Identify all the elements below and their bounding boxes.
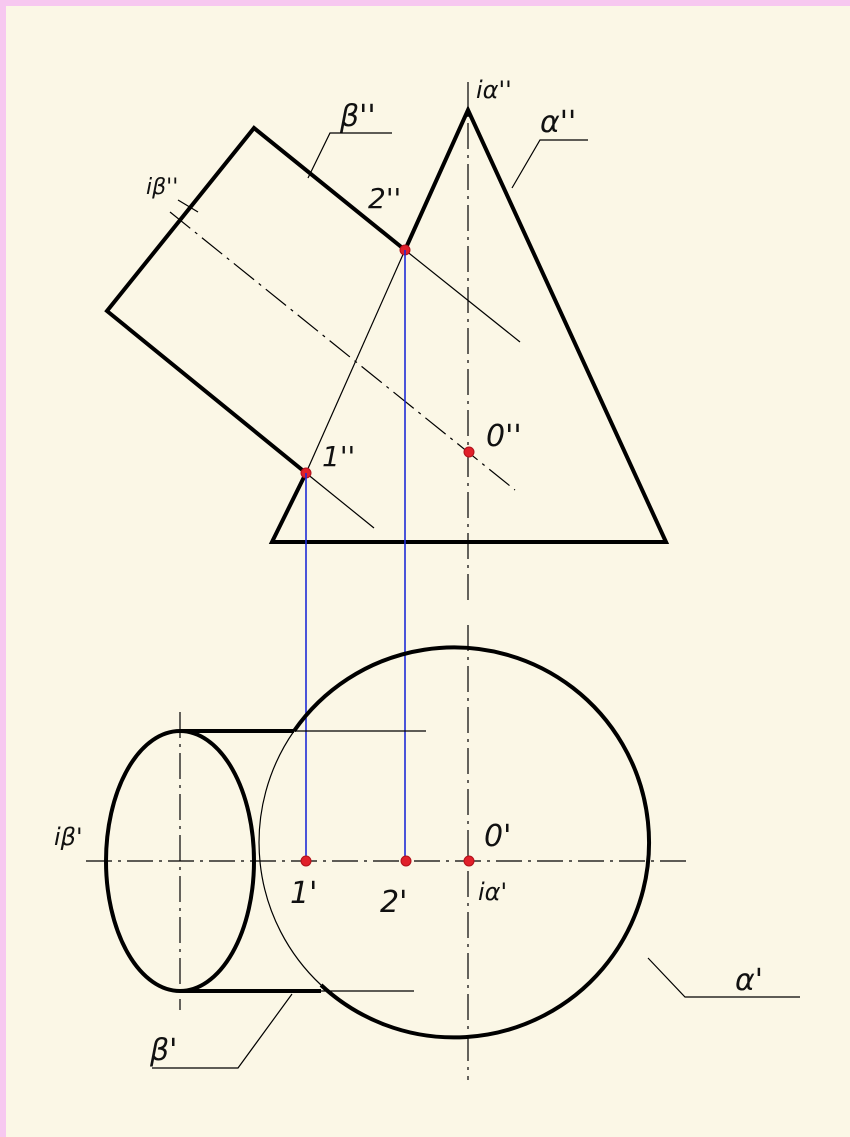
- label-ib-top: iβ': [54, 823, 83, 851]
- ib-front-leader: [177, 199, 199, 213]
- label-2-top: 2': [380, 885, 407, 920]
- beta-top-leader: [152, 993, 293, 1069]
- label-alpha-top: α': [735, 963, 763, 998]
- alpha-top-leader: [647, 957, 800, 998]
- label-ib-front: iβ'': [146, 175, 178, 200]
- point-o-top: [463, 855, 475, 867]
- cone-top-circle-thick: [292, 645, 652, 1040]
- label-alpha-front: α'': [540, 105, 576, 140]
- label-o-top: 0': [484, 819, 511, 854]
- cylinder-front-outline: [104, 125, 407, 475]
- label-1-front: 1'': [322, 440, 355, 473]
- cone-front-outline: [268, 105, 670, 544]
- label-2-front: 2'': [368, 182, 401, 215]
- front-view: iα'' α'' β'' iβ'' 2'' 1'' 0'': [104, 76, 670, 600]
- label-beta-top: β': [149, 1033, 177, 1068]
- label-o-front: 0'': [486, 419, 522, 454]
- alpha-front-leader: [511, 139, 588, 189]
- cylinder-front-ext-bottom: [305, 472, 375, 529]
- point-2-top: [400, 855, 412, 867]
- beta-front-leader: [307, 132, 392, 179]
- label-beta-front: β'': [339, 99, 376, 134]
- point-o-front: [463, 446, 475, 458]
- drawing-canvas: iα'' α'' β'' iβ'' 2'' 1'' 0'': [6, 6, 850, 1137]
- cylinder-axis-front: [169, 211, 516, 491]
- label-ia-front: iα'': [476, 76, 512, 104]
- point-1-top: [300, 855, 312, 867]
- label-1-top: 1': [290, 876, 317, 911]
- label-ia-top: iα': [478, 878, 507, 906]
- cylinder-front-ext-top: [404, 249, 521, 343]
- cone-top-circle-thin: [258, 730, 322, 986]
- projection-lines: [305, 250, 406, 862]
- top-view: iβ' 0' 1' 2' iα' α' β': [54, 625, 800, 1080]
